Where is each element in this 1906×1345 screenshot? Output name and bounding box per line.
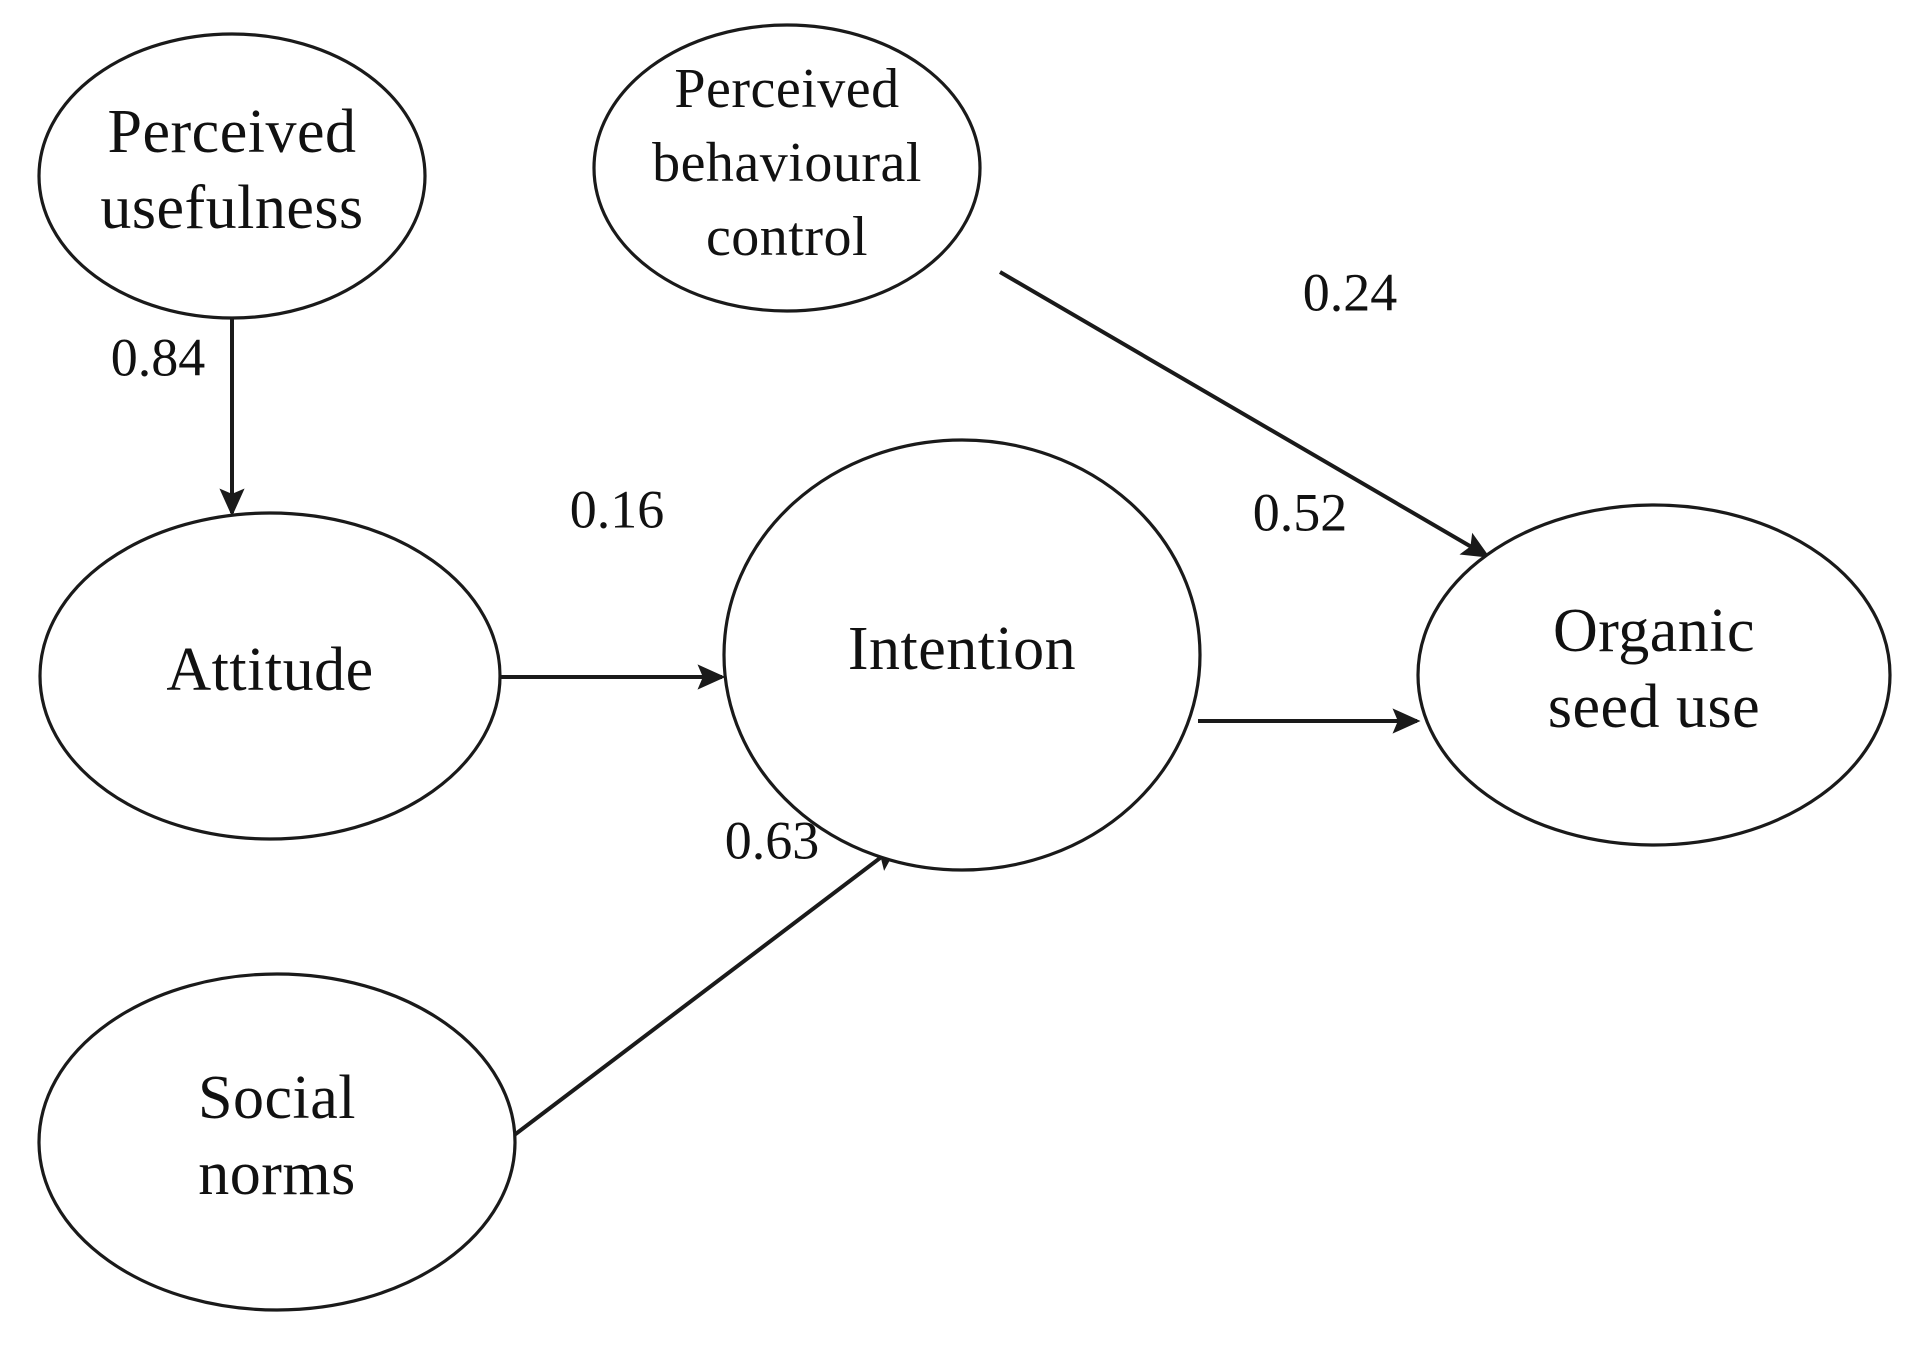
node-ellipse-social-norms	[37, 972, 517, 1312]
node-label-perceived-behavioural-control-line1: Perceived	[674, 58, 899, 120]
node-label-perceived-behavioural-control-line3: control	[706, 206, 868, 268]
node-perceived-behavioural-control[interactable]: Perceived behavioural control	[592, 23, 982, 313]
node-label-organic-seed-use-line1: Organic	[1553, 597, 1755, 665]
node-label-perceived-usefulness-line1: Perceived	[108, 98, 357, 166]
edge-social-norms-to-intention[interactable]: 0.63	[511, 810, 899, 1138]
edge-attitude-to-intention[interactable]: 0.16	[498, 479, 726, 690]
edge-label-0-52: 0.52	[1253, 482, 1348, 542]
edge-label-0-24: 0.24	[1303, 262, 1398, 322]
node-label-perceived-behavioural-control-line2: behavioural	[652, 132, 922, 194]
node-label-perceived-usefulness-line2: usefulness	[100, 174, 363, 242]
node-label-social-norms-line2: norms	[198, 1140, 356, 1208]
edge-intention-to-organic-seed-use[interactable]: 0.52	[1198, 482, 1421, 734]
node-label-intention-line1: Intention	[848, 615, 1076, 683]
node-ellipse-perceived-behavioural-control	[592, 23, 982, 313]
edge-line-social-intention	[511, 843, 899, 1138]
edge-pbc-to-organic-seed-use[interactable]: 0.24	[998, 262, 1491, 558]
node-attitude[interactable]: Attitude	[38, 511, 502, 841]
edge-label-0-84: 0.84	[111, 327, 206, 387]
node-ellipse-organic-seed-use	[1416, 503, 1892, 847]
node-label-social-norms-line1: Social	[198, 1064, 356, 1132]
nodes-layer: Perceived usefulness Perceived behaviour…	[37, 23, 1892, 1312]
node-ellipse-attitude	[38, 511, 502, 841]
node-ellipse-perceived-usefulness	[37, 32, 427, 320]
edge-label-0-16: 0.16	[570, 479, 665, 539]
node-label-attitude-line1: Attitude	[166, 636, 373, 704]
node-ellipse-intention	[722, 438, 1202, 872]
node-organic-seed-use[interactable]: Organic seed use	[1416, 503, 1892, 847]
edge-line-pbc-organic	[998, 270, 1491, 558]
edges-layer: 0.84 0.24 0.16 0.52 0.63	[111, 262, 1491, 1138]
node-label-organic-seed-use-line2: seed use	[1548, 673, 1760, 741]
node-social-norms[interactable]: Social norms	[37, 972, 517, 1312]
node-perceived-usefulness[interactable]: Perceived usefulness	[37, 32, 427, 320]
edge-pu-to-attitude[interactable]: 0.84	[111, 318, 245, 517]
node-intention[interactable]: Intention	[722, 438, 1202, 872]
edge-label-0-63: 0.63	[725, 810, 820, 870]
